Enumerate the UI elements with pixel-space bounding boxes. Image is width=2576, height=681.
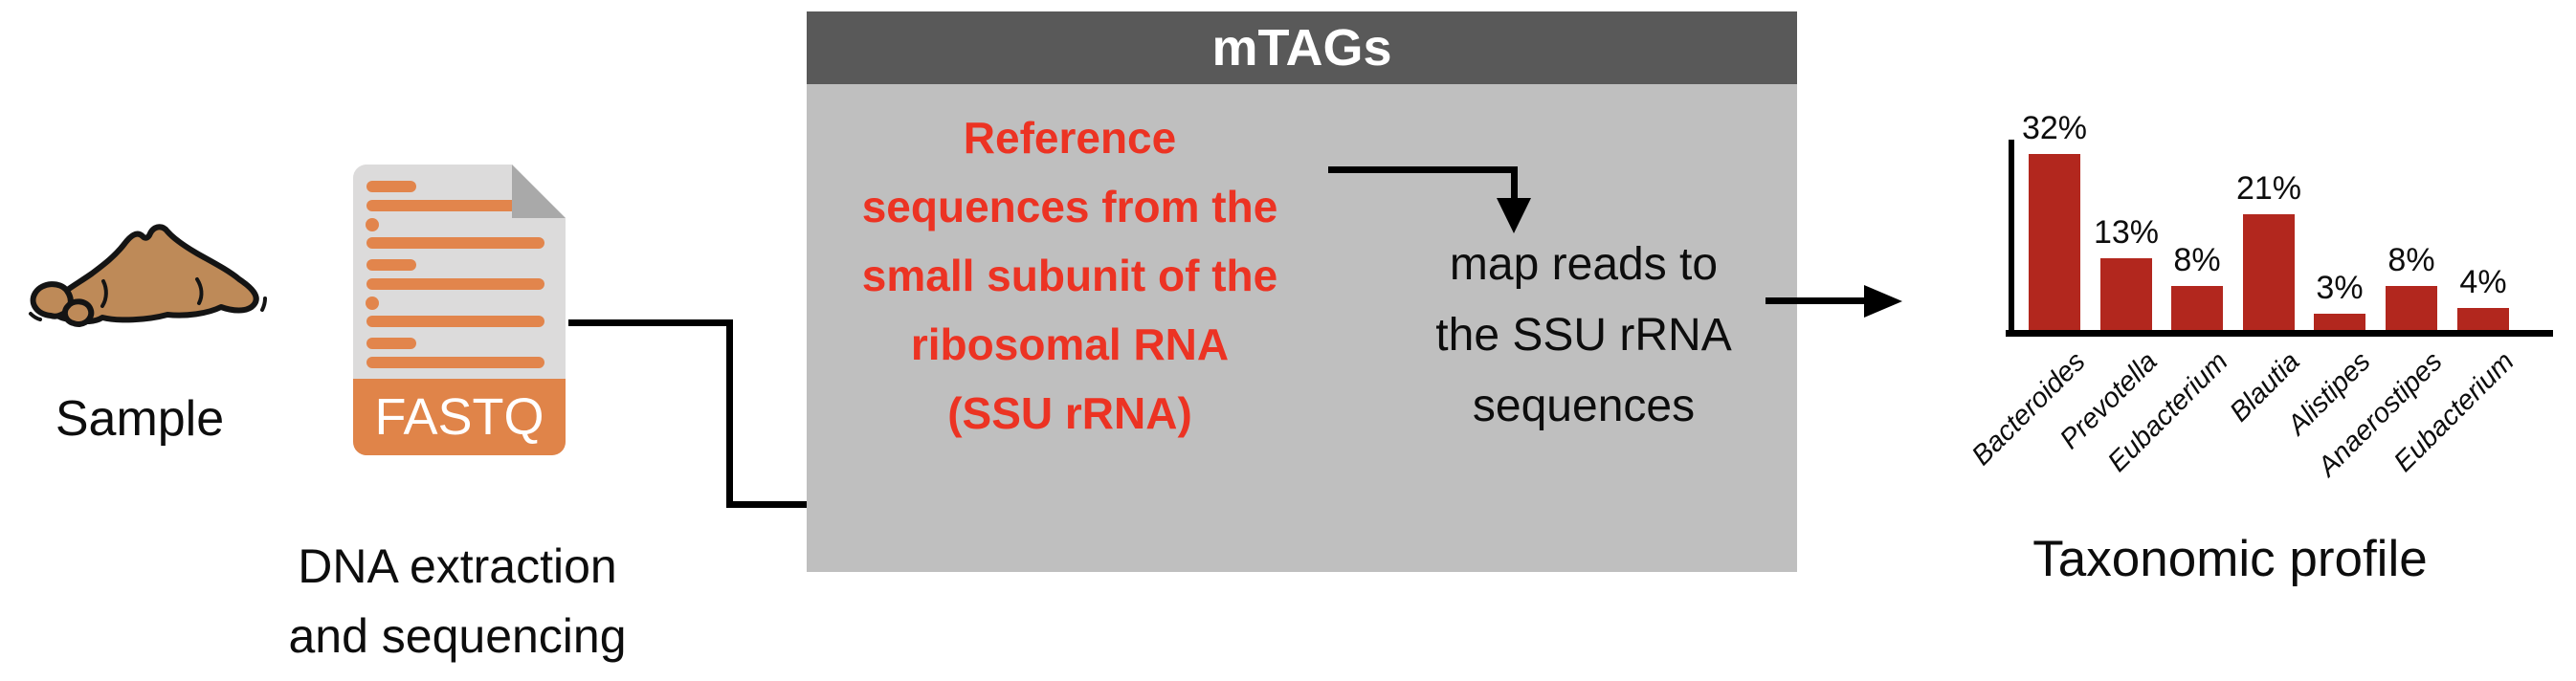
reference-text-line-1: Reference bbox=[963, 113, 1177, 163]
bar-anaerostipes-5 bbox=[2386, 286, 2437, 330]
chart-caption: Taxonomic profile bbox=[2032, 531, 2428, 587]
bar-value-label: 3% bbox=[2316, 270, 2364, 306]
map-text-line-2: the SSU rRNA bbox=[1435, 310, 1732, 361]
soil-sample-illustration bbox=[29, 224, 267, 327]
bar-value-label: 8% bbox=[2173, 242, 2221, 278]
reference-text-line-3: small subunit of the bbox=[861, 251, 1278, 300]
mtags-box: mTAGs Reference sequences from the small… bbox=[807, 11, 1797, 572]
bar-value-label: 4% bbox=[2459, 264, 2507, 300]
bar-eubacterium-2 bbox=[2171, 286, 2223, 330]
map-reads-text: map reads to the SSU rRNA sequences bbox=[1388, 230, 1780, 442]
bar-blautia-3 bbox=[2243, 214, 2295, 330]
reference-text-line-4: ribosomal RNA bbox=[910, 319, 1230, 369]
fastq-file-icon: FASTQ bbox=[353, 165, 566, 455]
dna-extraction-caption: DNA extraction and sequencing bbox=[247, 532, 668, 671]
connector-reference-vertical bbox=[1511, 166, 1518, 199]
folded-corner bbox=[512, 165, 566, 218]
connector-output-horizontal bbox=[1765, 297, 1866, 304]
bar-value-label: 32% bbox=[2021, 110, 2088, 146]
soil-boulder-shape bbox=[30, 281, 74, 319]
bar-value-label: 8% bbox=[2387, 242, 2435, 278]
sample-label: Sample bbox=[55, 391, 225, 447]
bar-value-label: 13% bbox=[2093, 214, 2160, 251]
reference-arrowhead-icon bbox=[1497, 198, 1531, 233]
mtags-box-title: mTAGs bbox=[807, 11, 1797, 84]
connector-fastq-vertical bbox=[726, 319, 733, 508]
map-text-line-1: map reads to bbox=[1449, 239, 1719, 290]
bar-alistipes-4 bbox=[2314, 314, 2365, 330]
output-arrowhead-icon bbox=[1864, 285, 1902, 318]
soil-mound-shape bbox=[49, 224, 259, 325]
chart-y-axis bbox=[2009, 140, 2014, 337]
connector-reference-horizontal bbox=[1328, 166, 1518, 173]
chart-x-axis bbox=[2006, 330, 2553, 337]
file-type-label: FASTQ bbox=[374, 388, 544, 446]
reference-text-line-5: (SSU rRNA) bbox=[947, 388, 1192, 438]
reference-sequences-text: Reference sequences from the small subun… bbox=[821, 103, 1319, 448]
dna-caption-line-1: DNA extraction bbox=[298, 539, 617, 593]
bar-eubacterium-6 bbox=[2457, 308, 2509, 330]
bar-bacteroides-0 bbox=[2029, 154, 2080, 330]
document-text-lines bbox=[366, 181, 544, 368]
bar-prevotella-1 bbox=[2100, 258, 2152, 330]
soil-pebble-shape bbox=[61, 298, 95, 327]
dna-caption-line-2: and sequencing bbox=[288, 609, 627, 663]
file-type-band bbox=[353, 379, 566, 455]
connector-fastq-horizontal bbox=[568, 319, 733, 326]
reference-text-line-2: sequences from the bbox=[861, 182, 1278, 231]
bar-value-label: 21% bbox=[2235, 170, 2302, 207]
map-text-line-3: sequences bbox=[1472, 381, 1696, 431]
